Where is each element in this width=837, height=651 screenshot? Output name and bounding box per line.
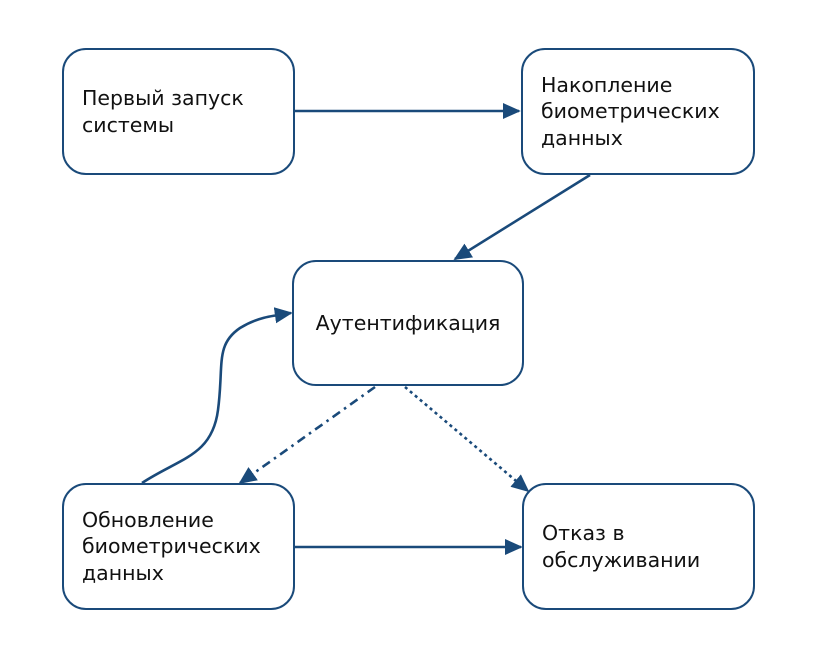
node-biometric-accumulation-label: Накопление биометрических данных — [541, 73, 720, 150]
node-service-denial: Отказ в обслуживании — [522, 483, 755, 610]
node-first-launch-label: Первый запуск системы — [82, 86, 244, 137]
edge-authentication-to-denial — [404, 386, 530, 493]
edge-accumulation-to-authentication — [453, 173, 591, 261]
node-biometric-accumulation: Накопление биометрических данных — [521, 48, 755, 175]
node-authentication-label: Аутентификация — [315, 310, 501, 335]
node-biometric-update: Обновление биометрических данных — [62, 483, 295, 610]
node-service-denial-label: Отказ в обслуживании — [542, 521, 701, 572]
node-biometric-update-label: Обновление биометрических данных — [82, 508, 261, 585]
edge-authentication-to-update — [238, 385, 376, 485]
node-first-launch: Первый запуск системы — [62, 48, 295, 175]
edge-update-to-authentication — [141, 307, 293, 485]
node-authentication: Аутентификация — [292, 260, 524, 386]
